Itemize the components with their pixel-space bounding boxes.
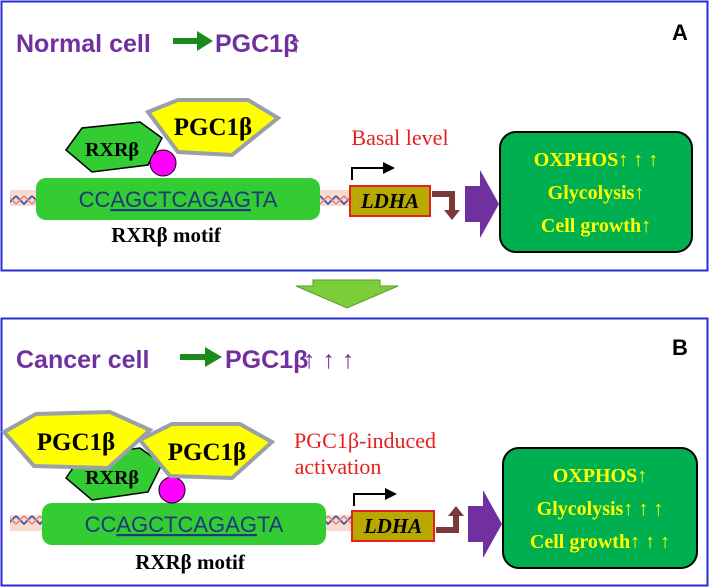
panel-b-heading-arrows: ↑ ↑ ↑ xyxy=(303,346,354,374)
motif-block xyxy=(36,178,320,220)
outcome-line-cell-growth: Cell growth↑ xyxy=(541,215,651,237)
outcome-pointer-arrow-icon xyxy=(468,490,502,558)
outcome-line-cell-growth: Cell growth↑ ↑ ↑ xyxy=(530,531,670,553)
annotation-induced-line1: PGC1β-induced xyxy=(294,428,436,453)
pgc-label-2: PGC1β xyxy=(168,439,246,466)
rxr-label: RXRβ xyxy=(85,467,139,489)
annotation-basal: Basal level xyxy=(351,125,448,150)
panel-b-heading-cell: Cancer cell xyxy=(16,346,149,374)
coactivator-dot xyxy=(158,476,186,504)
panel-a-label: A xyxy=(672,20,688,45)
outcome-line-oxphos: OXPHOS↑ xyxy=(553,465,647,487)
motif-sequence: CCAGCTCAGAGTA xyxy=(85,512,284,537)
outcome-line-oxphos: OXPHOS↑ ↑ ↑ xyxy=(534,149,658,171)
panel-a: A Normal cell PGC1β ↑ CCAGCTCAGAGTA RXRβ… xyxy=(0,0,709,272)
green-arrow-icon xyxy=(173,31,213,51)
increase-arrow-icon xyxy=(436,506,464,533)
panel-b-heading-pgc: PGC1β xyxy=(225,346,308,374)
outcome-box-b xyxy=(502,447,698,569)
panel-b: B Cancer cell PGC1β ↑ ↑ ↑ CCAGCTCAGAGTA … xyxy=(0,317,709,587)
panel-a-heading-pgc: PGC1β xyxy=(215,30,298,58)
outcome-line-glycolysis: Glycolysis↑ xyxy=(548,182,645,204)
dna-strand-mid xyxy=(318,190,352,206)
dna-strand-mid xyxy=(318,515,352,531)
pgc-protein xyxy=(144,98,282,158)
outcome-box-a xyxy=(499,131,693,253)
pgc-label: PGC1β xyxy=(174,114,252,141)
ldha-gene-box xyxy=(349,185,431,217)
ldha-label: LDHA xyxy=(360,189,419,213)
ldha-gene-box xyxy=(351,510,435,542)
coactivator-dot xyxy=(149,149,177,177)
motif-caption: RXRβ motif xyxy=(111,223,222,247)
motif-block xyxy=(42,503,326,545)
motif-caption: RXRβ motif xyxy=(135,550,246,574)
transcription-start-arrow-icon xyxy=(353,488,397,506)
annotation-induced-line2: activation xyxy=(295,454,382,479)
decrease-arrow-icon xyxy=(432,191,460,220)
outcome-pointer-arrow-icon xyxy=(465,170,499,238)
rxr-protein xyxy=(64,121,163,173)
pgc-label-1: PGC1β xyxy=(37,429,115,456)
panel-b-label: B xyxy=(672,335,688,360)
rxr-label: RXRβ xyxy=(85,139,139,161)
transition-arrow-icon xyxy=(295,279,399,309)
ldha-label: LDHA xyxy=(363,514,422,538)
panel-a-heading-arrows: ↑ xyxy=(290,30,303,58)
pgc-protein-2 xyxy=(136,422,276,481)
outcome-line-glycolysis: Glycolysis↑ ↑ ↑ xyxy=(537,498,664,520)
transcription-start-arrow-icon xyxy=(351,162,395,180)
motif-sequence: CCAGCTCAGAGTA xyxy=(79,187,278,212)
green-arrow-icon xyxy=(180,347,222,367)
panel-a-heading-cell: Normal cell xyxy=(16,30,151,58)
pgc-protein-1 xyxy=(0,409,154,471)
